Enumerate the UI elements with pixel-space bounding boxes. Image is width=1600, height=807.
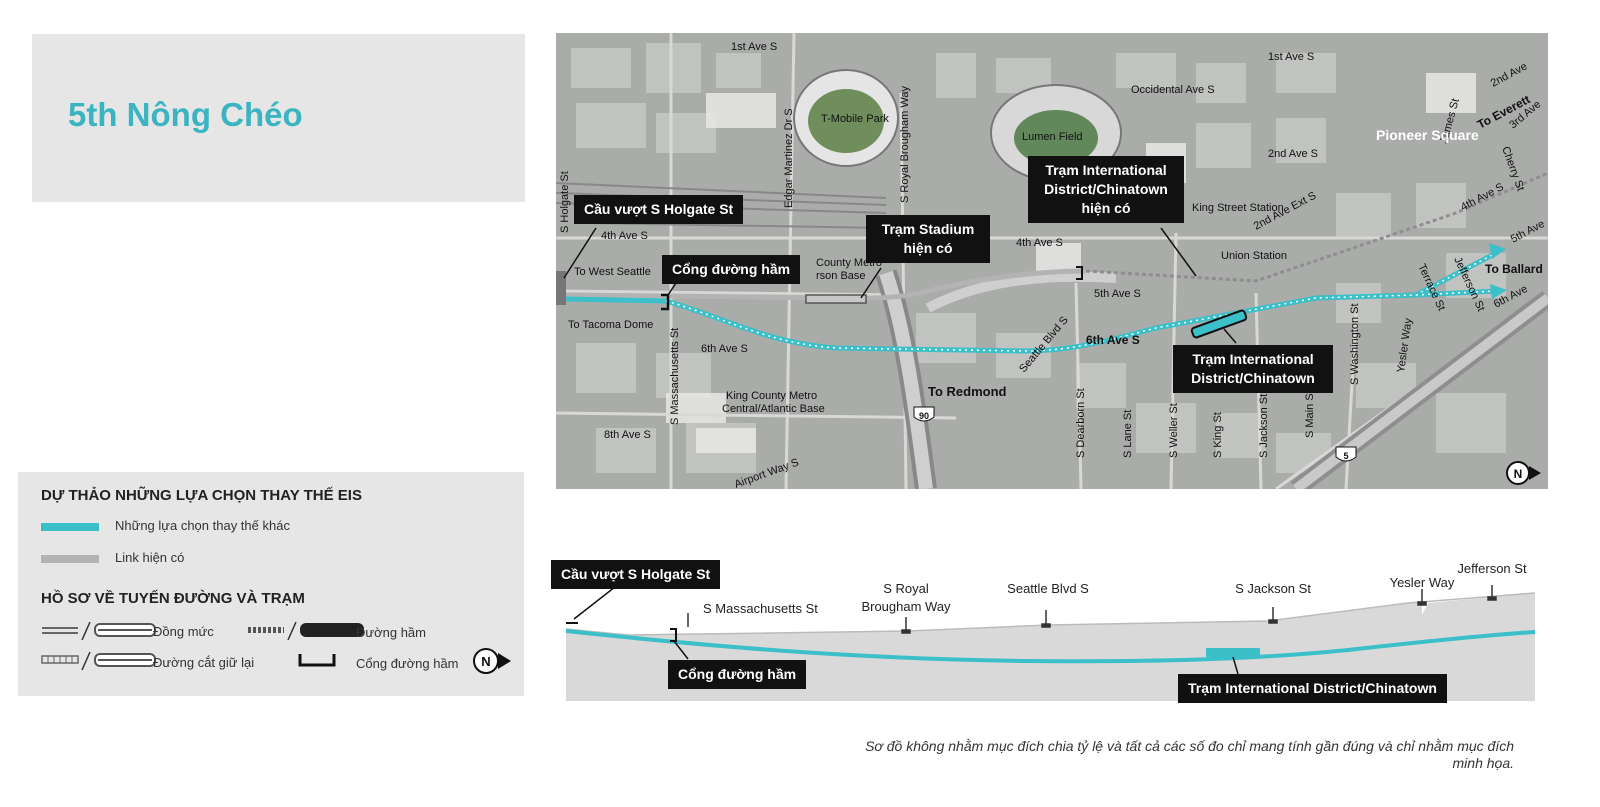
label-rson-base: rson Base: [816, 270, 866, 282]
holgate-overpass-icon: [556, 271, 566, 305]
label-i5: 5: [1343, 451, 1348, 461]
to-ballard-arrow2-icon: [1490, 284, 1507, 299]
legend-swatch-alternative: [41, 523, 99, 531]
profile-alternative-line: [565, 629, 1536, 664]
legend-label-at-grade: Đồng mức: [153, 624, 214, 639]
label-to-west-seattle: To West Seattle: [574, 266, 651, 278]
i5-shield-icon: 5: [1335, 446, 1357, 462]
label-royal-brougham: S Royal Brougham Way: [899, 86, 911, 203]
label-county-metro-upper: County Metro: [816, 257, 882, 269]
map-portal-icon: [661, 293, 670, 311]
profile-station-icon: [1206, 648, 1260, 657]
label-6th-ave-left: 6th Ave S: [701, 343, 748, 355]
route-profile: S Massachusetts St S Royal Brougham Way …: [548, 555, 1543, 715]
tmobile-stadium: [793, 69, 899, 167]
title-panel: 5th Nông Chéo: [32, 34, 525, 202]
label-i90: 90: [919, 411, 929, 421]
legend-swatch-existing: [41, 555, 99, 563]
profile-portal-icon: [670, 628, 677, 642]
callout-tunnel-portal: Cổng đường hầm: [662, 255, 801, 284]
map-north-label: N: [1514, 467, 1523, 481]
label-tmobile: T-Mobile Park: [821, 113, 889, 125]
label-2nd-ave-s: 2nd Ave S: [1268, 148, 1318, 160]
tunnel-portal-symbol: [298, 654, 336, 667]
map-north-arrow-icon: N: [1506, 461, 1541, 485]
label-to-ballard: To Ballard: [1485, 262, 1543, 276]
profile-label-royal-2: Brougham Way: [861, 599, 951, 614]
label-king: S King St: [1212, 412, 1224, 458]
profile-label-seattle-blvd: Seattle Blvd S: [1007, 581, 1089, 596]
legend-label-tunnel: Đường hầm: [356, 625, 426, 640]
existing-link-line: [565, 268, 1087, 301]
label-pioneer-square: Pioneer Square: [1376, 127, 1479, 143]
disclaimer: Sơ đồ không nhằm mục đích chia tỷ lệ và …: [865, 738, 1514, 771]
retained-cut-symbol: [41, 651, 156, 671]
profile-callout-station: Trạm International District/Chinatown: [1178, 674, 1447, 703]
legend-label-tunnel-portal: Cổng đường hầm: [356, 656, 459, 671]
north-arrow-label: N: [481, 654, 490, 669]
legend-symbols: [41, 621, 364, 671]
label-jackson: S Jackson St: [1258, 394, 1270, 458]
existing-link-tunnel: [1085, 171, 1548, 283]
label-union-station: Union Station: [1221, 250, 1287, 262]
label-lane: S Lane St: [1122, 410, 1134, 458]
legend-section-alternatives: DỰ THẢO NHỮNG LỰA CHỌN THAY THẾ EIS: [41, 487, 362, 504]
to-ballard-arrow-icon: [1489, 243, 1506, 259]
profile-label-massachusetts: S Massachusetts St: [703, 601, 818, 616]
label-dearborn: S Dearborn St: [1075, 388, 1087, 458]
legend-label-retained-cut: Đường cắt giữ lại: [153, 655, 255, 670]
legend-label-existing: Link hiện có: [115, 550, 185, 565]
tunnel-symbol: [248, 621, 364, 641]
new-idc-station-icon: [1190, 309, 1248, 339]
legend-section-profile: HỒ SƠ VỀ TUYẾN ĐƯỜNG VÀ TRẠM: [41, 590, 305, 607]
label-1st-ave-right: 1st Ave S: [1268, 51, 1314, 63]
profile-label-yesler: Yesler Way: [1390, 575, 1455, 590]
aerial-map: 1st Ave S T-Mobile Park S Royal Brougham…: [556, 33, 1548, 489]
profile-label-jackson: S Jackson St: [1235, 581, 1311, 596]
legend-panel: DỰ THẢO NHỮNG LỰA CHỌN THAY THẾ EIS Nhữn…: [18, 472, 524, 696]
label-kcm-central: King County Metro: [726, 390, 817, 402]
profile-callout-portal: Cổng đường hầm: [668, 660, 807, 689]
label-8th-ave: 8th Ave S: [604, 429, 651, 441]
label-lumen: Lumen Field: [1022, 131, 1083, 143]
label-main: S Main St: [1304, 390, 1316, 438]
profile-callout-holgate: Cầu vượt S Holgate St: [551, 560, 721, 589]
existing-portal-icon: [1076, 266, 1083, 280]
profile-label-jefferson: Jefferson St: [1457, 561, 1527, 576]
at-grade-symbol: [42, 621, 156, 641]
label-central-atlantic: Central/Atlantic Base: [722, 403, 825, 415]
label-occidental: Occidental Ave S: [1131, 84, 1215, 96]
label-1st-ave-top: 1st Ave S: [731, 41, 777, 53]
label-to-redmond: To Redmond: [928, 384, 1007, 399]
legend-label-alternative: Những lựa chọn thay thế khác: [115, 518, 290, 533]
label-5th-ave-s: 5th Ave S: [1094, 288, 1141, 300]
north-arrow-icon: N: [473, 648, 511, 674]
i90-shield-icon: 90: [913, 406, 935, 422]
callout-stadium-station: Trạm Stadium hiện có: [866, 215, 990, 263]
label-6th-ave-s: 6th Ave S: [1086, 333, 1140, 347]
label-to-tacoma: To Tacoma Dome: [568, 319, 653, 331]
label-holgate-st: S Holgate St: [559, 171, 571, 233]
page-title: 5th Nông Chéo: [68, 96, 303, 133]
label-4th-ave-mid: 4th Ave S: [1016, 237, 1063, 249]
callout-holgate-overpass: Cầu vượt S Holgate St: [574, 195, 744, 224]
label-4th-ave-left: 4th Ave S: [601, 230, 648, 242]
label-weller: S Weller St: [1168, 403, 1180, 458]
map-svg: 1st Ave S T-Mobile Park S Royal Brougham…: [556, 33, 1548, 489]
profile-label-royal-1: S Royal: [883, 581, 929, 596]
stadium-station-icon: [805, 294, 867, 304]
callout-idc-new: Trạm International District/Chinatown: [1173, 345, 1333, 393]
label-massachusetts: S Massachusetts St: [669, 328, 681, 425]
callout-idc-existing: Trạm International District/Chinatown hi…: [1028, 156, 1184, 223]
label-washington: S Washington St: [1349, 303, 1361, 385]
label-edgar-martinez: Edgar Martinez Dr S: [783, 108, 795, 208]
label-king-street: King Street Station: [1192, 202, 1284, 214]
